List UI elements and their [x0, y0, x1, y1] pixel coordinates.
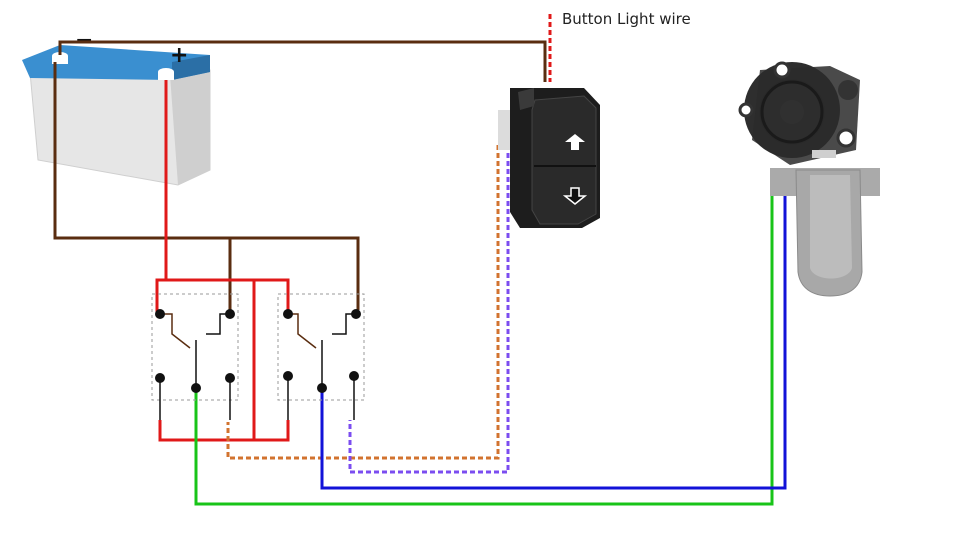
wire-switch-purple — [348, 145, 510, 474]
wire-positive-bottom-loop — [158, 420, 290, 442]
wire-switch-orange — [226, 145, 500, 460]
wire-motor-green — [194, 196, 774, 506]
relay-left — [151, 293, 239, 420]
battery-icon: − + — [22, 28, 211, 186]
wire-positive — [155, 80, 168, 312]
wire-positive-bus — [166, 278, 290, 312]
battery-positive-symbol: + — [170, 43, 188, 68]
window-motor-icon — [738, 61, 880, 297]
button-light-wire-label: Button Light wire — [562, 10, 691, 28]
wire-negative-to-switch — [58, 40, 547, 82]
window-switch-icon — [498, 88, 600, 228]
wire-motor-blue — [320, 196, 787, 490]
relay-right — [277, 293, 365, 420]
wire-negative-to-relays — [53, 62, 360, 310]
